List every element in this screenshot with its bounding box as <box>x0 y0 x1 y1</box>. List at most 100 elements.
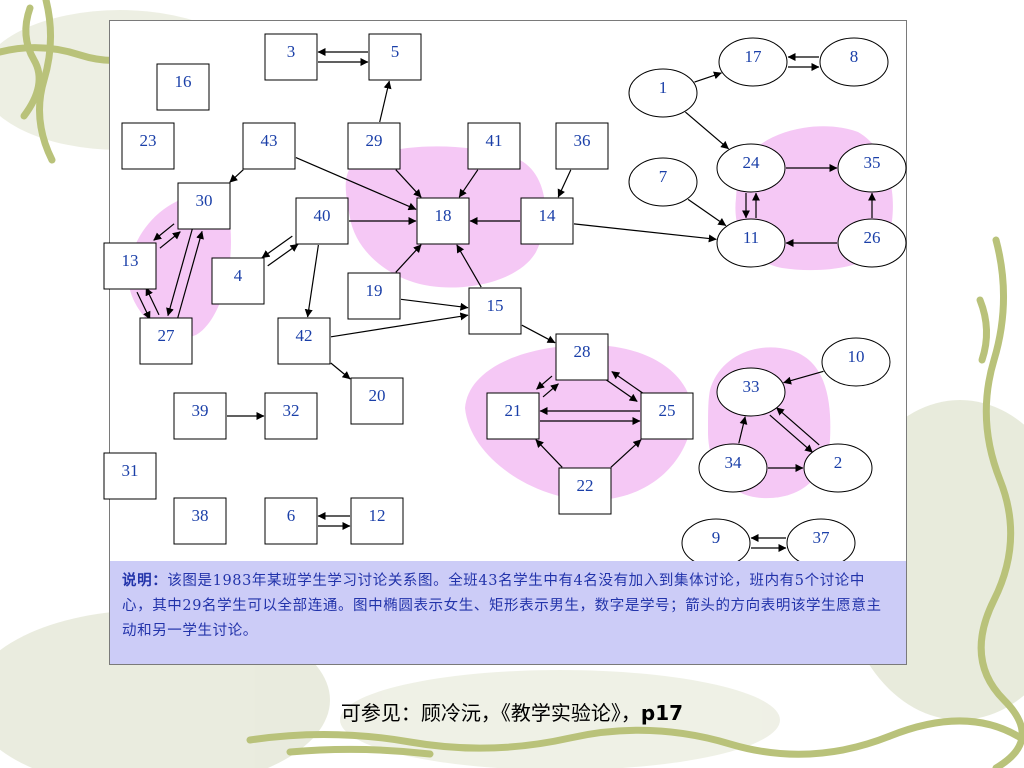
node-33: 33 <box>716 367 786 417</box>
node-label: 41 <box>486 131 503 150</box>
node-label: 39 <box>192 401 209 420</box>
arrow-2-to-33 <box>776 407 820 446</box>
node-21: 21 <box>486 392 540 440</box>
node-15: 15 <box>468 287 522 335</box>
arrow-10-to-33 <box>783 370 824 385</box>
node-17: 17 <box>718 37 788 87</box>
node-31: 31 <box>103 452 157 500</box>
boy-node-rect <box>486 392 540 440</box>
arrow-27-to-13 <box>145 287 160 316</box>
vine-decoration-bottom <box>246 717 1024 758</box>
arrow-40-to-42 <box>304 244 319 318</box>
note-label: 说明： <box>122 572 168 589</box>
node-36: 36 <box>555 122 609 170</box>
node-label: 17 <box>745 47 763 66</box>
node-18: 18 <box>416 197 470 245</box>
vine-decoration-right <box>976 236 1024 768</box>
node-label: 22 <box>577 476 594 495</box>
boy-node-rect <box>347 122 401 170</box>
node-label: 19 <box>366 281 383 300</box>
girl-node-ellipse <box>837 218 907 268</box>
reference-text: 可参见：顾冷沅，《教学实验论》， <box>340 701 641 725</box>
arrow-25-to-28 <box>611 371 644 394</box>
boy-node-rect <box>468 287 522 335</box>
boy-node-rect <box>173 392 227 440</box>
arrow-1-to-24 <box>685 111 729 150</box>
node-label: 5 <box>391 42 400 61</box>
boy-node-rect <box>173 497 227 545</box>
node-3: 3 <box>264 33 318 81</box>
boy-node-rect <box>350 497 404 545</box>
node-label: 38 <box>192 506 209 525</box>
arrow-7-to-11 <box>687 198 727 227</box>
arrow-43-to-18 <box>295 157 417 211</box>
boy-node-rect <box>211 257 265 305</box>
node-6: 6 <box>264 497 318 545</box>
node-label: 40 <box>314 206 331 225</box>
node-label: 21 <box>505 401 522 420</box>
arrow-layer <box>136 48 876 552</box>
boy-node-rect <box>640 392 694 440</box>
boy-node-rect <box>555 122 609 170</box>
note-text: 该图是1983年某班学生学习讨论关系图。全班43名学生中有4名没有加入到集体讨论… <box>122 573 882 639</box>
node-label: 3 <box>287 42 296 61</box>
node-label: 6 <box>287 506 296 525</box>
node-11: 11 <box>716 218 786 268</box>
node-label: 9 <box>712 528 721 547</box>
node-label: 12 <box>369 506 386 525</box>
node-label: 1 <box>659 78 668 97</box>
node-label: 11 <box>743 228 759 247</box>
node-label: 8 <box>850 47 859 66</box>
node-label: 20 <box>369 386 386 405</box>
node-41: 41 <box>467 122 521 170</box>
arrow-22-to-21 <box>535 439 563 468</box>
arrow-29-to-5 <box>379 80 392 123</box>
arrow-19-to-15 <box>400 298 469 311</box>
arrow-1-to-17 <box>694 71 722 83</box>
node-label: 24 <box>743 153 761 172</box>
arrow-33-to-2 <box>769 414 813 453</box>
node-7: 7 <box>628 157 698 207</box>
boy-node-rect <box>177 182 231 230</box>
arrow-22-to-25 <box>610 439 642 468</box>
node-22: 22 <box>558 467 612 515</box>
boy-node-rect <box>350 377 404 425</box>
arrow-34-to-33 <box>738 416 748 444</box>
boy-node-rect <box>264 497 318 545</box>
girl-node-ellipse <box>628 68 698 118</box>
node-9: 9 <box>681 518 751 568</box>
boy-node-rect <box>416 197 470 245</box>
arrow-41-to-18 <box>458 169 479 198</box>
boy-node-rect <box>558 467 612 515</box>
node-25: 25 <box>640 392 694 440</box>
boy-node-rect <box>467 122 521 170</box>
arrow-28-to-21 <box>536 375 553 390</box>
arrow-15-to-28 <box>521 324 556 344</box>
node-29: 29 <box>347 122 401 170</box>
node-13: 13 <box>103 242 157 290</box>
girl-node-ellipse <box>716 367 786 417</box>
boy-node-rect <box>242 122 296 170</box>
node-label: 34 <box>725 453 743 472</box>
boy-node-rect <box>295 197 349 245</box>
arrow-28-to-25 <box>605 379 638 402</box>
arrow-15-to-18 <box>456 244 482 288</box>
arrow-30-to-27 <box>166 228 193 317</box>
boy-node-rect <box>277 317 331 365</box>
arrow-27-to-30 <box>177 230 204 319</box>
node-label: 10 <box>848 347 865 366</box>
node-34: 34 <box>698 443 768 493</box>
explanation-note: 说明：该图是1983年某班学生学习讨论关系图。全班43名学生中有4名没有加入到集… <box>110 561 906 664</box>
node-label: 14 <box>539 206 557 225</box>
node-label: 25 <box>659 401 676 420</box>
node-40: 40 <box>295 197 349 245</box>
node-label: 29 <box>366 131 383 150</box>
node-label: 43 <box>261 131 278 150</box>
node-20: 20 <box>350 377 404 425</box>
node-42: 42 <box>277 317 331 365</box>
boy-node-rect <box>368 33 422 81</box>
girl-node-ellipse <box>803 443 873 493</box>
arrow-19-to-18 <box>395 244 422 273</box>
